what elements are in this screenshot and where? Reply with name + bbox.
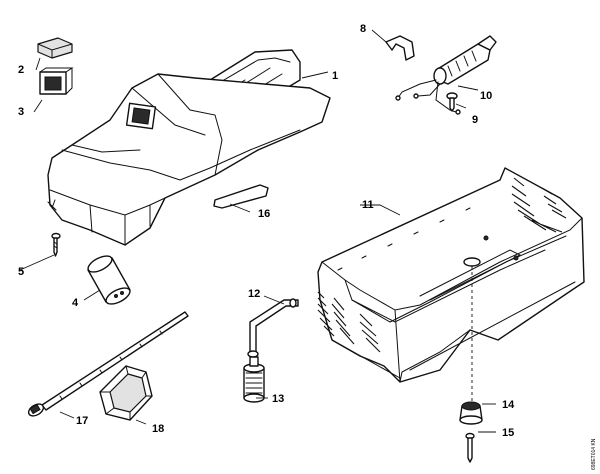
filter (243, 356, 265, 403)
label-part-2: 2 (18, 64, 24, 76)
drain-plug (459, 401, 483, 425)
drain-screw (465, 432, 475, 463)
label-part-16: 16 (258, 208, 270, 220)
label-part-3: 3 (18, 106, 24, 118)
switch-cap (37, 37, 73, 59)
leader-lines (19, 29, 496, 433)
grommet-screw (446, 92, 458, 112)
label-part-8: 8 (360, 23, 366, 35)
rubber-foot (99, 365, 153, 421)
drawing-code: 698ET014 KN (591, 438, 597, 470)
tank-housing (317, 167, 585, 383)
bent-tube (247, 298, 299, 358)
small-screw (51, 232, 61, 257)
label-part-10: 10 (480, 90, 492, 102)
label-part-4: 4 (72, 297, 79, 309)
label-part-17: 17 (76, 415, 88, 427)
housing-cover (47, 49, 331, 246)
retaining-clip (385, 35, 415, 61)
label-part-1: 1 (332, 70, 338, 82)
slide-plate (213, 184, 269, 209)
label-part-15: 15 (502, 427, 514, 439)
label-part-18: 18 (152, 423, 164, 435)
label-part-9: 9 (472, 114, 478, 126)
cable-connector (395, 35, 497, 115)
rocker-switch (39, 67, 74, 95)
label-part-12: 12 (248, 288, 260, 300)
label-part-11: 11 (362, 199, 374, 211)
cable-tie (27, 311, 189, 417)
capacitor (87, 255, 131, 305)
label-part-14: 14 (502, 399, 515, 411)
label-part-13: 13 (272, 393, 284, 405)
label-part-5: 5 (18, 266, 24, 278)
